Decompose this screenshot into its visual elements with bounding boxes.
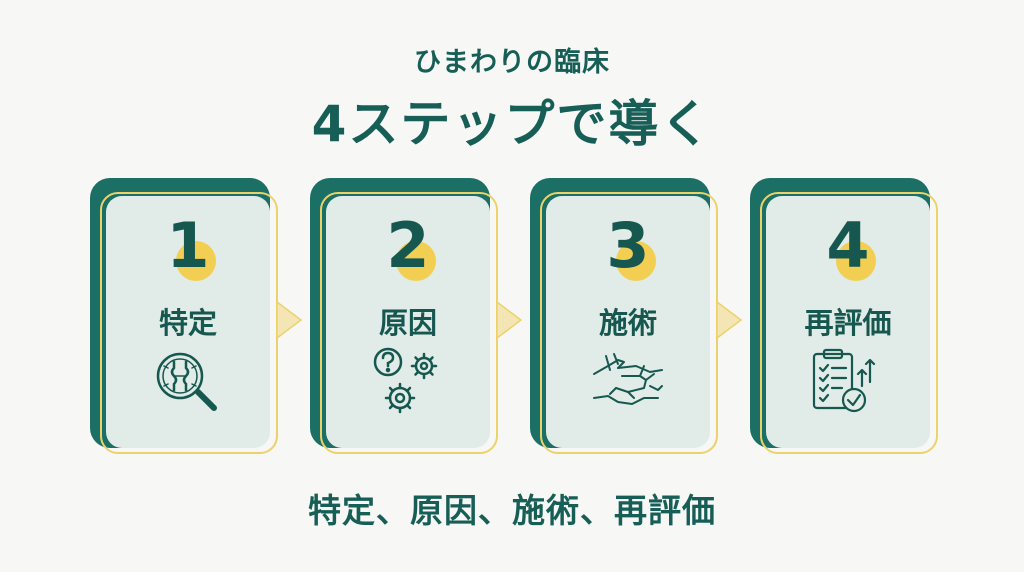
step-label: 施術	[598, 306, 657, 340]
step-number-dot	[176, 241, 216, 281]
step-card-2: 2 原因	[310, 178, 502, 458]
joint-magnifier-icon	[148, 346, 228, 418]
arrow-right-icon	[276, 300, 303, 340]
question-gears-icon	[368, 346, 448, 418]
clipboard-check-icon	[808, 346, 888, 418]
step-card-3: 3 施術	[530, 178, 722, 458]
page-title: 4ステップで導く	[311, 95, 713, 153]
arrow-right-icon	[496, 300, 523, 340]
step-label: 再評価	[804, 306, 892, 340]
step-number: 3	[606, 209, 650, 282]
step-number: 1	[166, 209, 210, 282]
footer-caption: 特定、原因、施術、再評価	[308, 491, 716, 530]
step-number: 2	[386, 209, 430, 282]
step-label: 特定	[158, 306, 217, 340]
hands-icon	[588, 346, 668, 418]
subtitle: ひまわりの臨床	[414, 47, 610, 78]
step-number-dot	[836, 241, 876, 281]
step-number: 4	[826, 209, 870, 282]
step-label: 原因	[378, 306, 437, 340]
step-card-1: 1 特定	[90, 178, 282, 458]
step-number-dot	[396, 241, 436, 281]
arrow-right-icon	[716, 300, 743, 340]
step-number-dot	[616, 241, 656, 281]
step-card-4: 4 再評価	[750, 178, 942, 458]
